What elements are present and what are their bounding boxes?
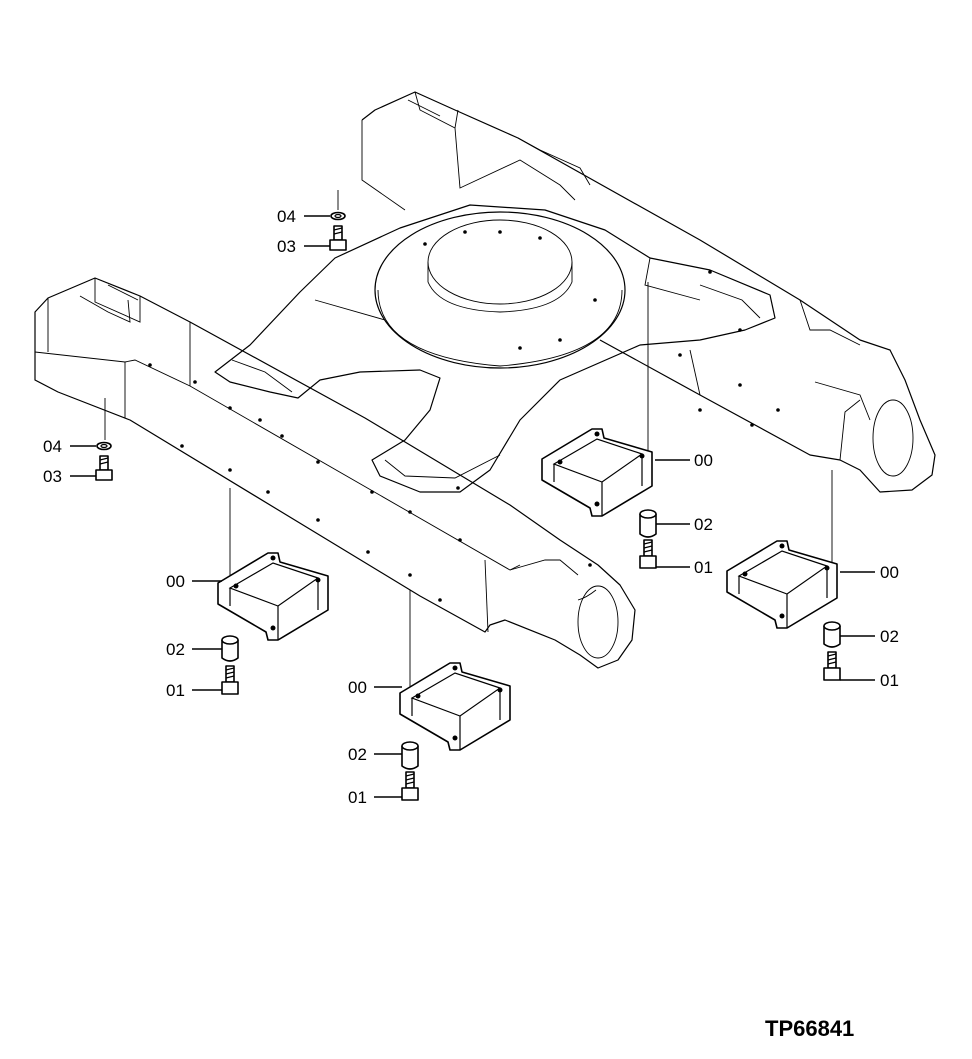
callout-04-left: 04 xyxy=(43,437,62,456)
guard-bracket-3 xyxy=(541,428,653,517)
callout-03-top: 03 xyxy=(277,237,296,256)
frame-bolt-2 xyxy=(95,455,113,481)
spacer-2 xyxy=(401,741,419,770)
callout-01-c: 01 xyxy=(694,558,713,577)
washer-2 xyxy=(96,441,112,451)
callout-02-b: 02 xyxy=(348,745,367,764)
drawing-reference-code: TP66841 xyxy=(765,1016,854,1041)
guard-bracket-4 xyxy=(726,540,838,629)
callout-00-c: 00 xyxy=(694,451,713,470)
callout-02-d: 02 xyxy=(880,627,899,646)
frame-bolt-1 xyxy=(329,225,347,251)
callout-01-a: 01 xyxy=(166,681,185,700)
callout-01-b: 01 xyxy=(348,788,367,807)
swing-bearing xyxy=(374,211,626,369)
guard-bracket-1 xyxy=(217,552,329,641)
callout-03-left: 03 xyxy=(43,467,62,486)
callout-02-c: 02 xyxy=(694,515,713,534)
callout-labels: 04 03 04 03 00 02 01 00 02 01 00 02 01 0… xyxy=(43,207,899,807)
callout-01-d: 01 xyxy=(880,671,899,690)
assembly-lines xyxy=(104,190,833,690)
center-frame xyxy=(214,204,776,493)
bolt-1 xyxy=(221,665,239,695)
bolt-2 xyxy=(401,771,419,801)
callout-00-d: 00 xyxy=(880,563,899,582)
washer-1 xyxy=(330,211,346,221)
bolt-3 xyxy=(639,539,657,569)
callout-leaders xyxy=(70,215,875,798)
spacer-1 xyxy=(221,635,239,662)
spacer-3 xyxy=(639,509,657,538)
frame-holes xyxy=(148,230,780,602)
track-frame xyxy=(34,91,936,669)
callout-00-b: 00 xyxy=(348,678,367,697)
spacer-4 xyxy=(823,621,841,648)
guard-bracket-2 xyxy=(399,662,511,751)
right-side-frame xyxy=(361,91,936,493)
left-side-frame xyxy=(34,277,636,669)
callout-00-a: 00 xyxy=(166,572,185,591)
bolt-4 xyxy=(823,651,841,681)
callout-04-top: 04 xyxy=(277,207,296,226)
callout-02-a: 02 xyxy=(166,640,185,659)
